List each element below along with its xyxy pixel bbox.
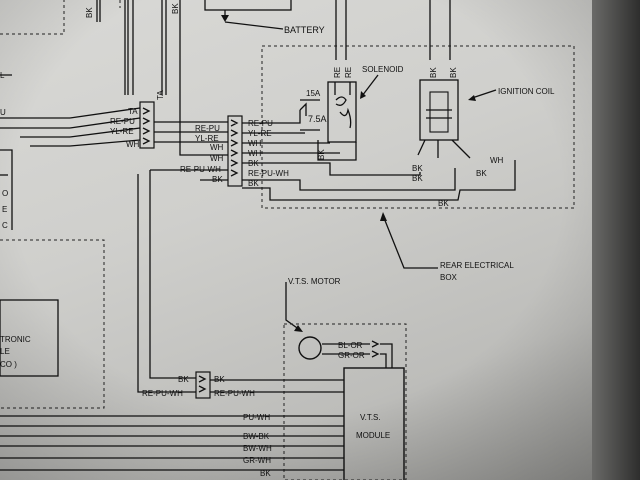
wire-label-yl-re-left: YL-RE <box>110 127 134 136</box>
wire-label-bk-top: BK <box>85 7 94 18</box>
wire-label-bk-mid: BK <box>212 175 223 184</box>
ecm-label-line3: CO ) <box>0 360 17 369</box>
wire-label-bk-top2: BK <box>171 3 180 14</box>
wire-label-left-u: U <box>0 108 6 117</box>
ignition-coil-arrow-icon <box>468 95 476 101</box>
wire-label-bk-sol: BK <box>317 149 326 160</box>
svg-text:E: E <box>2 205 7 214</box>
fuse-symbols <box>299 99 320 131</box>
svg-text:O: O <box>2 189 8 198</box>
wire-label-bk-coil5: BK <box>476 169 487 178</box>
ecm-label-line2: LE <box>0 347 10 356</box>
wire-label-re-pu-mid: RE-PU <box>195 124 220 133</box>
vts-module-label-line2: MODULE <box>356 431 390 440</box>
wire-label-re-pu-left: RE-PU <box>110 117 135 126</box>
wire-label-bk-coil2: BK <box>449 67 458 78</box>
rear-box-arrow-icon <box>380 212 387 221</box>
wire-label-re-pu-wh-lower-left: RE-PU-WH <box>142 389 183 398</box>
wire-label-yl-re-mid: YL-RE <box>195 134 219 143</box>
connector-center-pins <box>230 119 239 177</box>
fuse-7-5a-label: 7.5A <box>308 114 327 124</box>
vts-motor-symbol <box>298 336 322 360</box>
connector-left-pins <box>142 107 151 145</box>
wire-label-wh-coil: WH <box>490 156 504 165</box>
wire-label-gr-wh: GR-WH <box>243 456 271 465</box>
battery-box <box>204 0 292 11</box>
wire-label-wh-mid1: WH <box>210 143 224 152</box>
wire-label-re-pu-wh-mid: RE-PU-WH <box>180 165 221 174</box>
ignition-coil-body <box>419 79 459 141</box>
connector-left <box>139 101 155 149</box>
wire-label-wh-mid2: WH <box>210 154 224 163</box>
vts-motor-arrow-icon <box>294 325 303 332</box>
wire-label-gr-or: GR-OR <box>338 351 365 360</box>
ecm-box <box>0 299 59 377</box>
connector-center <box>227 115 243 187</box>
wire-label-bk-bottom2: BK <box>260 469 271 478</box>
vts-dashed-outline <box>283 323 407 480</box>
wire-label-bk-coil1: BK <box>429 67 438 78</box>
battery-arrow-icon <box>221 15 229 22</box>
wire-label-left-l: L <box>0 71 5 80</box>
wire-label-bk-lower-left: BK <box>178 375 189 384</box>
solenoid-body <box>327 81 357 143</box>
vts-module-label-line1: V.T.S. <box>360 413 381 422</box>
battery-label: BATTERY <box>284 25 325 35</box>
ecm-label-line1: TRONIC <box>0 335 31 344</box>
wire-label-re-pu-wh-lower-right: RE-PU-WH <box>214 389 255 398</box>
wire-label-re-sol2: RE <box>344 67 353 78</box>
rear-electrical-box-outline <box>261 45 575 209</box>
wire-label-wh-left: WH <box>126 140 140 149</box>
fuse-15a-label: 15A <box>306 89 321 98</box>
wire-label-ta-vert: TA <box>156 90 165 100</box>
wire-label-pu-wh: PU-WH <box>243 413 270 422</box>
ignition-coil-label: IGNITION COIL <box>498 87 555 96</box>
wire-label-bk-right2: BK <box>248 179 259 188</box>
page-edge-shadow <box>592 0 640 480</box>
wire-label-re-sol1: RE <box>333 67 342 78</box>
rear-box-label-line2: BOX <box>440 273 458 282</box>
connector-lower <box>195 371 211 399</box>
rear-box-label-line1: REAR ELECTRICAL <box>440 261 514 270</box>
solenoid-label: SOLENOID <box>362 65 404 74</box>
wire-label-bk-coil4: BK <box>412 174 423 183</box>
svg-text:C: C <box>2 221 8 230</box>
vts-module-box <box>343 367 405 480</box>
wire-label-bk-bottom: BK <box>438 199 449 208</box>
vts-motor-label: V.T.S. MOTOR <box>288 277 341 286</box>
wire-label-bk-coil3: BK <box>412 164 423 173</box>
solenoid-arrow-icon <box>360 91 366 99</box>
wire-label-re-pu-wh-right: RE-PU-WH <box>248 169 289 178</box>
wire-label-ta: TA <box>128 107 138 116</box>
wire-label-bl-or: BL-OR <box>338 341 363 350</box>
upper-module-outline <box>0 0 65 35</box>
wire-label-bw-bk: BW-BK <box>243 432 270 441</box>
ecm-outline <box>0 239 105 409</box>
wire-label-bw-wh: BW-WH <box>243 444 272 453</box>
